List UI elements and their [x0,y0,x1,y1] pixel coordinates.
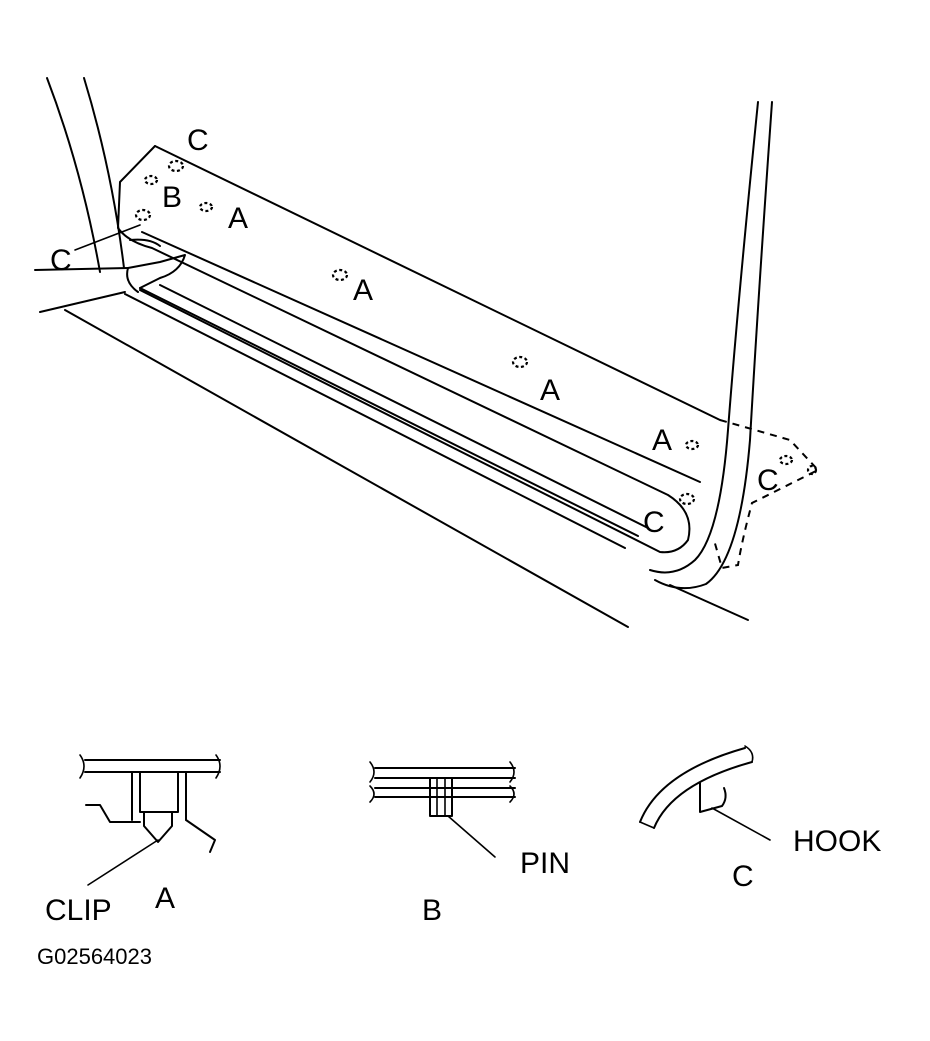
detail-b-letter: B [422,894,442,927]
label-a-2: A [353,274,373,307]
label-c-bottom: C [643,506,665,539]
main-view: C B A C A A A C C [34,77,820,628]
detail-b-pin: PIN B [369,761,570,927]
label-c-top: C [187,124,209,157]
detail-a-letter: A [155,882,175,915]
label-a-1: A [228,202,248,235]
detail-c-letter: C [732,860,754,893]
label-b: B [162,181,182,214]
detail-a-clip: CLIP A [45,754,221,927]
front-pillar [46,77,101,273]
label-c-right: C [757,464,779,497]
pin-icon [429,777,453,817]
label-a-4: A [652,424,672,457]
label-a-3: A [540,374,560,407]
detail-a-callout: CLIP [45,894,112,927]
detail-b-callout: PIN [520,847,570,880]
label-c-left: C [50,244,72,277]
hook-icon [699,782,727,813]
detail-c-callout: HOOK [793,825,881,858]
detail-c-hook: HOOK C [639,745,881,893]
hidden-rear-edge [713,419,820,570]
scuff-plate [117,145,691,554]
clip-icon [143,811,173,843]
rocker-panel [39,291,126,313]
rear-door-frame [649,101,759,574]
figure-code: G02564023 [37,944,152,969]
